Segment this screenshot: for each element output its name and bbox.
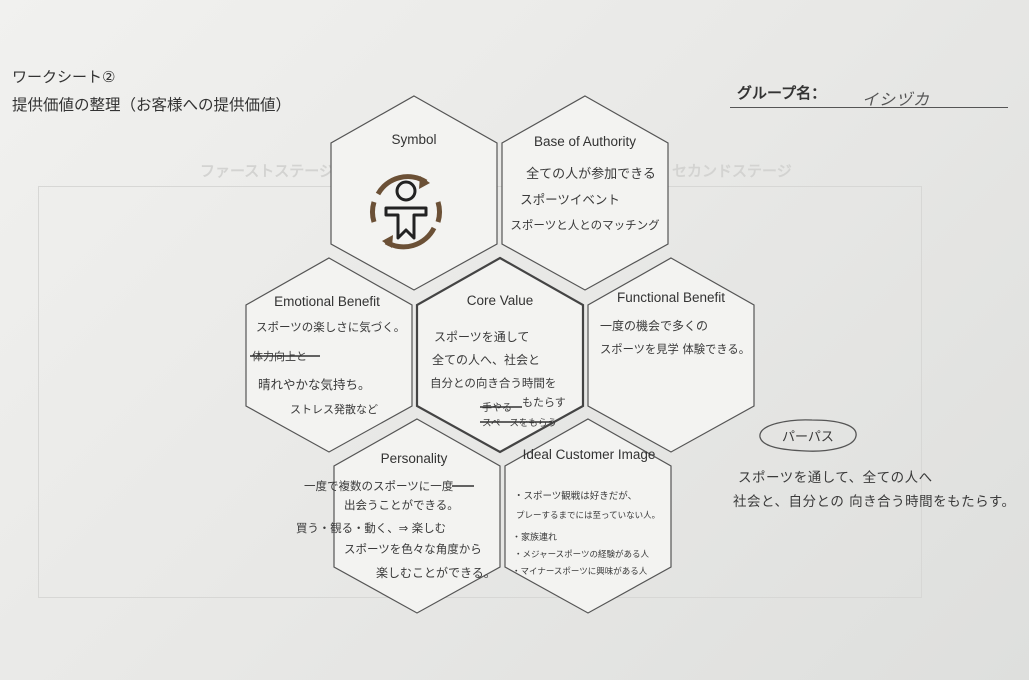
worksheet-number: ワークシート②: [12, 68, 116, 86]
hex-ideal-customer-image: Ideal Customer Image ・スポーツ観戦は好きだが、 プレーする…: [504, 418, 672, 614]
purpose-line-2: 社会と、自分との 向き合う時間をもたらす。: [733, 494, 1016, 510]
hex-base-of-authority-line-2: スポーツイベント: [520, 192, 620, 207]
ghost-second-stage: セカンドステージ: [672, 162, 792, 180]
purpose-label: パーパス: [782, 430, 834, 445]
hex-core-value-line-4: もたらす: [522, 396, 566, 409]
hex-core-value-line-3: 自分との向き合う時間を: [430, 376, 556, 390]
hex-personality-line-4: スポーツを色々な角度から: [344, 542, 482, 556]
hex-ideal-customer-line-2: プレーするまでには至っていない人。: [516, 511, 660, 521]
hex-personality-title: Personality: [381, 451, 448, 466]
person-with-cycle-arrows-icon: [370, 174, 442, 250]
hex-personality-line-2: 出会うことができる。: [344, 498, 459, 512]
hex-ideal-customer-line-3: ・家族連れ: [512, 531, 557, 543]
hex-base-of-authority-line-3: スポーツと人とのマッチング: [510, 218, 660, 232]
hex-base-of-authority-title: Base of Authority: [534, 134, 636, 149]
hex-core-value-line-6: スペースをもらう: [482, 418, 557, 429]
hex-base-of-authority: Base of Authority 全ての人が参加できる スポーツイベント スポ…: [501, 95, 669, 291]
hex-functional-benefit: Functional Benefit 一度の機会で多くの スポーツを見学 体験で…: [587, 257, 755, 453]
group-name-label: グループ名：: [737, 84, 827, 102]
hex-emotional-benefit: Emotional Benefit スポーツの楽しさに気づく。 体力向上と 晴れ…: [245, 257, 413, 453]
hex-functional-benefit-title: Functional Benefit: [617, 290, 725, 305]
hex-symbol: Symbol: [330, 95, 498, 291]
hex-functional-benefit-line-2: スポーツを見学 体験できる。: [600, 342, 750, 356]
purpose-bubble: パーパス: [759, 419, 857, 452]
hex-personality-line-5: 楽しむことができる。: [376, 565, 496, 580]
hex-personality-line-3: 買う・観る・動く、⇒ 楽しむ: [296, 521, 446, 535]
hex-ideal-customer-line-1: ・スポーツ観戦は好きだが、: [514, 490, 637, 502]
hex-ideal-customer-image-title: Ideal Customer Image: [523, 447, 656, 462]
hex-emotional-benefit-line-4: ストレス発散など: [290, 402, 378, 416]
hex-personality-line-1: 一度で複数のスポーツに一度: [304, 479, 454, 493]
hex-emotional-benefit-line-1: スポーツの楽しさに気づく。: [256, 320, 405, 334]
hex-emotional-benefit-line-3: 晴れやかな気持ち。: [258, 377, 371, 392]
hex-base-of-authority-line-1: 全ての人が参加できる: [526, 166, 656, 182]
group-name-value: イシヅカ: [862, 90, 931, 109]
hex-core-value-line-1: スポーツを通して: [434, 330, 529, 344]
hex-core-value-line-2: 全ての人へ、社会と: [432, 352, 540, 367]
hex-ideal-customer-line-4: ・メジャースポーツの経験がある人: [514, 549, 649, 560]
hex-personality: Personality 一度で複数のスポーツに一度 出会うことができる。 買う・…: [296, 418, 501, 614]
hex-functional-benefit-line-1: 一度の機会で多くの: [600, 318, 708, 333]
hex-emotional-benefit-title: Emotional Benefit: [274, 294, 380, 309]
ghost-first-stage: ファーストステージ: [200, 162, 334, 180]
purpose-line-1: スポーツを通して、全ての人へ: [738, 470, 933, 486]
hex-core-value: Core Value スポーツを通して 全ての人へ、社会と 自分との向き合う時間…: [415, 256, 585, 454]
hex-symbol-title: Symbol: [391, 132, 436, 147]
hex-ideal-customer-line-5: ・マイナースポーツに興味がある人: [512, 566, 648, 577]
group-name-underline: [730, 107, 1008, 108]
hex-core-value-title: Core Value: [467, 293, 534, 308]
page-title: 提供価値の整理（お客様への提供価値）: [12, 96, 292, 114]
